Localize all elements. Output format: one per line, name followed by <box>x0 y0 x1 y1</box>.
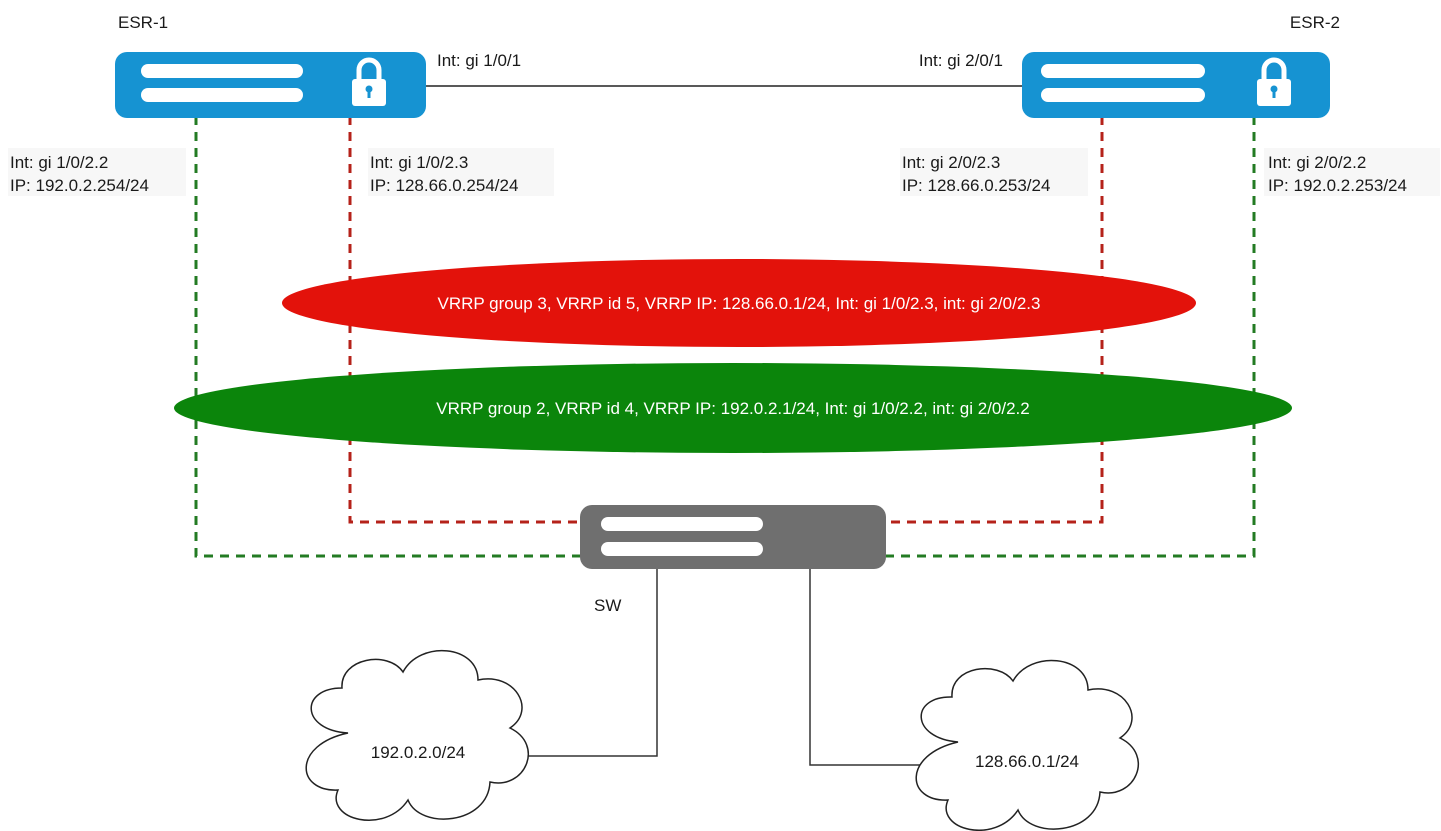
sw-left-cloud-link <box>515 569 658 757</box>
esr2-green-link <box>886 116 1256 558</box>
switch-device <box>580 505 886 569</box>
vrrp-group-3-ellipse: VRRP group 3, VRRP id 5, VRRP IP: 128.66… <box>282 259 1196 347</box>
esr2-red-int: Int: gi 2/0/2.3 <box>902 153 1000 172</box>
switch-label: SW <box>594 596 621 615</box>
esr1-router <box>115 52 426 118</box>
cloud-left: 192.0.2.0/24 <box>305 650 529 821</box>
esr2-title: ESR-2 <box>1290 13 1340 32</box>
cloud-right: 128.66.0.1/24 <box>915 659 1139 831</box>
trunk-right-label: Int: gi 2/0/1 <box>919 51 1003 70</box>
trunk-left-label: Int: gi 1/0/1 <box>437 51 521 70</box>
lock-icon <box>352 57 386 106</box>
esr1-red-ip: IP: 128.66.0.254/24 <box>370 176 518 195</box>
esr2-red-ip: IP: 128.66.0.253/24 <box>902 176 1050 195</box>
esr1-red-link <box>348 116 580 524</box>
esr1-green-link <box>194 116 580 558</box>
esr1-red-int: Int: gi 1/0/2.3 <box>370 153 468 172</box>
vrrp-group-3-label: VRRP group 3, VRRP id 5, VRRP IP: 128.66… <box>438 294 1041 313</box>
cloud-right-label: 128.66.0.1/24 <box>975 752 1079 771</box>
vrrp-group-2-ellipse: VRRP group 2, VRRP id 4, VRRP IP: 192.0.… <box>174 363 1292 453</box>
esr2-green-int: Int: gi 2/0/2.2 <box>1268 153 1366 172</box>
lock-icon <box>1257 57 1291 106</box>
vrrp-group-2-label: VRRP group 2, VRRP id 4, VRRP IP: 192.0.… <box>436 399 1029 418</box>
esr1-green-ip: IP: 192.0.2.254/24 <box>10 176 149 195</box>
esr2-red-link <box>886 116 1104 524</box>
sw-right-cloud-link <box>809 569 935 766</box>
esr1-green-int: Int: gi 1/0/2.2 <box>10 153 108 172</box>
cloud-left-label: 192.0.2.0/24 <box>371 743 466 762</box>
esr2-green-ip: IP: 192.0.2.253/24 <box>1268 176 1407 195</box>
esr1-title: ESR-1 <box>118 13 168 32</box>
esr2-router <box>1022 52 1330 118</box>
